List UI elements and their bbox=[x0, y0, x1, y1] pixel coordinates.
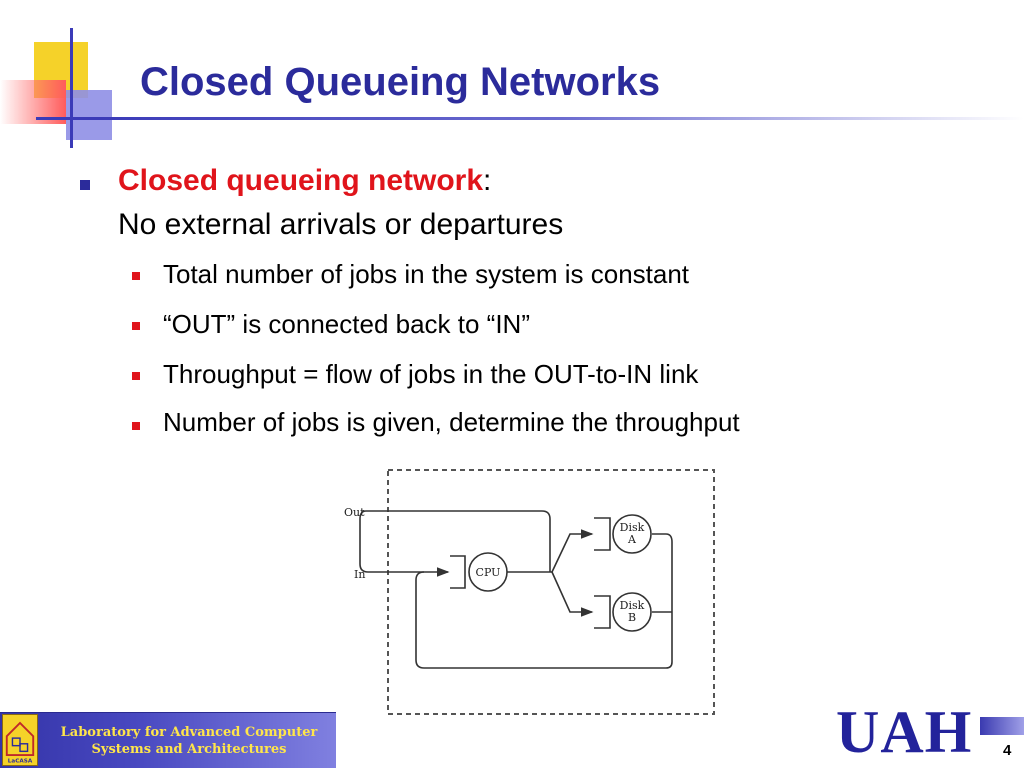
uah-accent-bar bbox=[980, 717, 1024, 735]
out-label: Out bbox=[344, 506, 365, 519]
queueing-network-diagram: Out In CPU Disk A Disk B bbox=[344, 469, 715, 715]
disk-a-label-line2: A bbox=[627, 533, 637, 546]
bullet-line: Closed queueing network: bbox=[118, 163, 491, 199]
subbullet-square-icon bbox=[132, 372, 140, 380]
lab-name-line2: Systems and Architectures bbox=[91, 742, 287, 757]
disk-a-exit bbox=[652, 533, 673, 662]
university-logo: UAH bbox=[836, 699, 973, 765]
footer-banner bbox=[0, 712, 336, 768]
link-to-disk-a bbox=[551, 529, 594, 573]
in-label: In bbox=[354, 568, 365, 581]
decor-horizontal-line bbox=[36, 117, 146, 120]
network-boundary bbox=[387, 469, 715, 715]
disk-b-label-line2: B bbox=[628, 611, 636, 624]
subbullet-item: “OUT” is connected back to “IN” bbox=[163, 309, 530, 339]
cpu-server bbox=[468, 552, 508, 592]
disk-b-label-line1: Disk bbox=[620, 599, 645, 612]
subbullet-square-icon bbox=[132, 322, 140, 330]
subbullet-item: Number of jobs is given, determine the t… bbox=[163, 407, 740, 437]
slide-title: Closed Queueing Networks bbox=[140, 60, 661, 104]
page-number: 4 bbox=[1003, 742, 1012, 759]
bullet-definition: No external arrivals or departures bbox=[118, 208, 564, 241]
subbullet-item: Total number of jobs in the system is co… bbox=[163, 259, 690, 289]
logo-text: LaCASA bbox=[8, 759, 33, 765]
decor-vertical-line bbox=[70, 28, 73, 148]
link-to-disk-b bbox=[551, 571, 594, 617]
decor-blue-square bbox=[66, 90, 112, 140]
subbullet-square-icon bbox=[132, 422, 140, 430]
lab-name-line1: Laboratory for Advanced Computer bbox=[60, 725, 318, 740]
subbullet-item: Throughput = flow of jobs in the OUT-to-… bbox=[163, 359, 699, 389]
disk-b-server bbox=[612, 592, 652, 632]
decor-red-gradient bbox=[0, 80, 66, 124]
bullet-square-icon bbox=[80, 180, 90, 190]
out-link bbox=[366, 510, 551, 572]
cpu-queue bbox=[450, 555, 466, 589]
bullet-term: Closed queueing network bbox=[118, 164, 484, 197]
cpu-label: CPU bbox=[476, 566, 501, 579]
in-link bbox=[359, 510, 450, 577]
disk-b-queue bbox=[594, 595, 611, 629]
disk-a-label-line1: Disk bbox=[620, 521, 645, 534]
title-underline bbox=[100, 117, 1024, 120]
subbullet-square-icon bbox=[132, 272, 140, 280]
bullet-colon: : bbox=[483, 164, 492, 197]
disk-a-queue bbox=[594, 517, 611, 551]
disk-a-server bbox=[612, 514, 652, 554]
feedback-loop bbox=[415, 571, 673, 669]
lab-name: Laboratory for Advanced Computer Systems… bbox=[44, 724, 334, 758]
lacasa-logo-icon: LaCASA bbox=[2, 714, 38, 766]
